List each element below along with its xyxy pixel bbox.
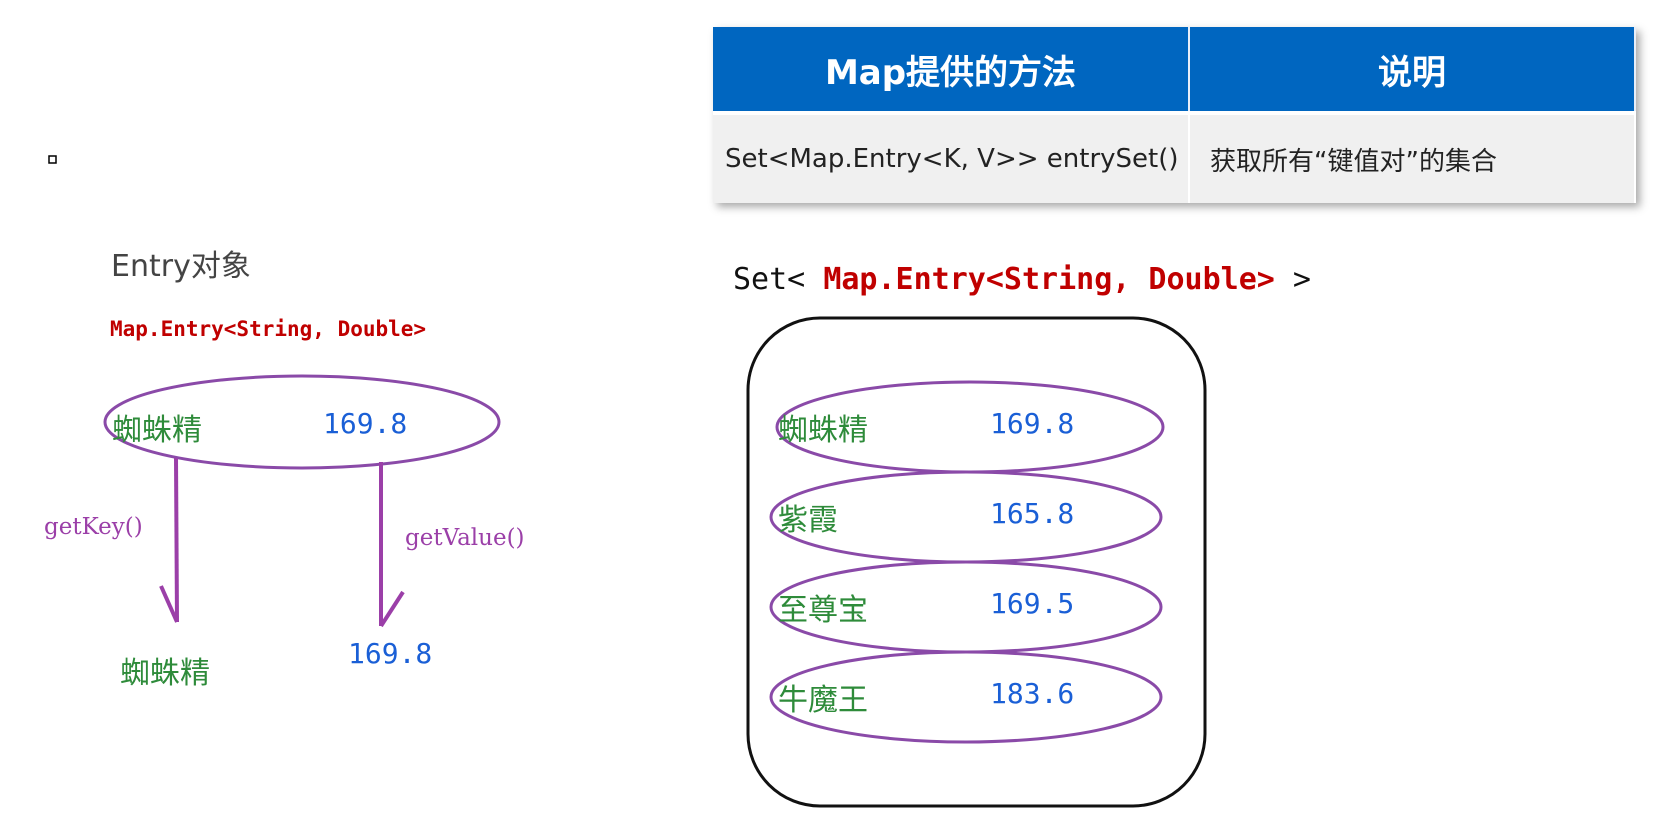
set-entry-key: 蜘蛛精 bbox=[778, 413, 868, 448]
table-row: Set<Map.Entry<K, V>> entrySet() 获取所有“键值对… bbox=[713, 111, 1636, 203]
entry-type-label: Map.Entry<String, Double> bbox=[110, 317, 427, 341]
entry-key: 蜘蛛精 bbox=[112, 413, 202, 448]
set-entry-value: 169.8 bbox=[990, 407, 1075, 440]
method-cell: Set<Map.Entry<K, V>> entrySet() bbox=[713, 111, 1190, 203]
header-description: 说明 bbox=[1189, 27, 1636, 113]
set-entry-key: 至尊宝 bbox=[778, 593, 868, 628]
set-container bbox=[746, 316, 1207, 808]
set-type-label: Set< Map.Entry<String, Double> > bbox=[733, 262, 1311, 297]
get-value-label: getValue() bbox=[405, 525, 525, 551]
set-suffix: > bbox=[1274, 262, 1311, 297]
set-entry-ellipse bbox=[769, 650, 1163, 744]
result-value: 169.8 bbox=[348, 637, 433, 670]
set-entry-value: 183.6 bbox=[990, 677, 1075, 710]
set-entry-key: 牛魔王 bbox=[778, 683, 868, 718]
set-entry-value: 169.5 bbox=[990, 587, 1075, 620]
get-key-arrow bbox=[159, 457, 179, 623]
bullet-square bbox=[48, 155, 57, 164]
set-entry-type: Map.Entry<String, Double> bbox=[823, 262, 1275, 297]
set-entry-key: 紫霞 bbox=[778, 503, 838, 538]
result-key: 蜘蛛精 bbox=[120, 656, 210, 691]
get-key-label: getKey() bbox=[44, 514, 143, 540]
map-methods-table: Map提供的方法 说明 Set<Map.Entry<K, V>> entrySe… bbox=[713, 27, 1636, 203]
set-entry-value: 165.8 bbox=[990, 497, 1075, 530]
header-method: Map提供的方法 bbox=[713, 27, 1190, 113]
set-prefix: Set< bbox=[733, 262, 824, 297]
description-cell: 获取所有“键值对”的集合 bbox=[1189, 111, 1636, 203]
entry-value: 169.8 bbox=[323, 407, 408, 440]
entry-ellipse bbox=[103, 374, 501, 470]
entry-title: Entry对象 bbox=[111, 249, 251, 284]
get-value-arrow bbox=[379, 462, 405, 628]
